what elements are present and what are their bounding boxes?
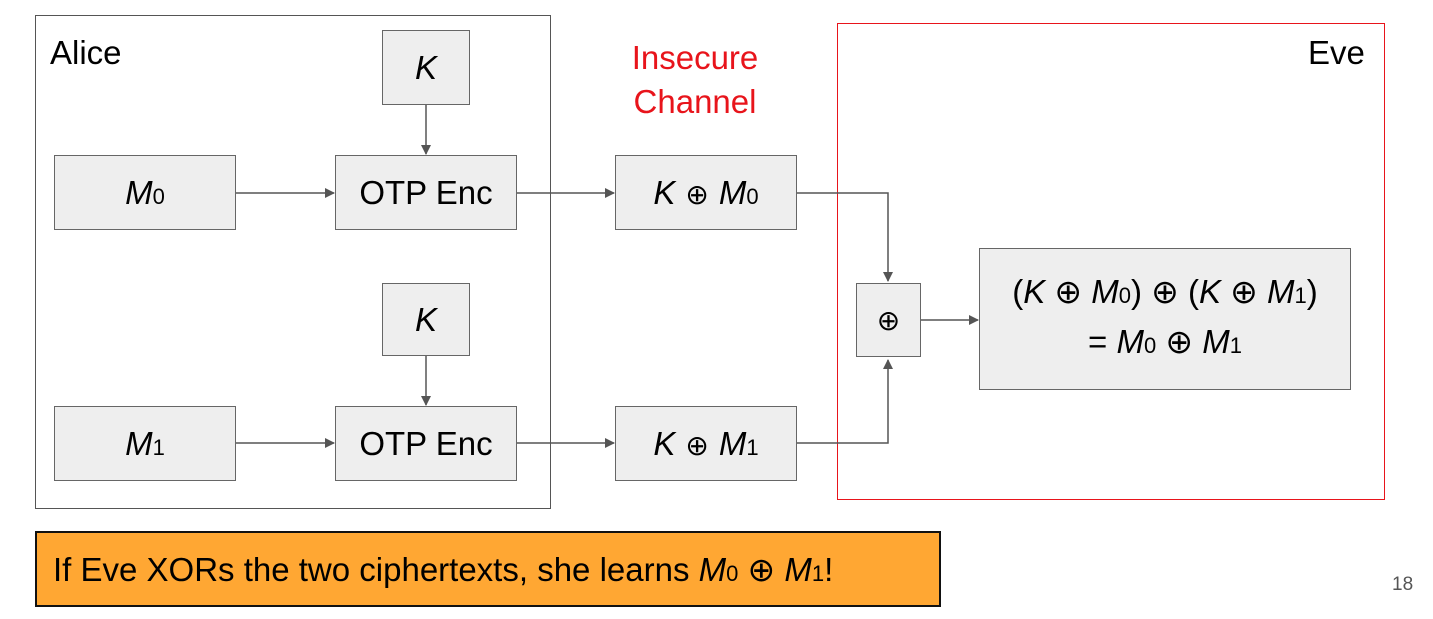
otp-enc-top-label: OTP Enc [359,173,493,211]
arrow-ct1-to-xor [797,359,893,444]
callout-suffix: ! [824,550,834,588]
callout-m0: M [698,550,727,588]
m1-var: M [125,424,153,462]
channel-line-2: Channel [633,83,757,120]
callout-sub0: 0 [726,560,739,586]
eve-frame [837,23,1385,500]
result-l1-k2: K [1198,273,1221,310]
callout-op: ⊕ [738,550,785,588]
result-l2-op: ⊕ [1156,323,1203,360]
result-l1-close: ) [1306,273,1318,310]
ct1-sub: 1 [746,434,759,460]
m1-sub: 1 [152,434,165,460]
ct1-op: ⊕ [685,429,709,461]
xor-node: ⊕ [856,283,921,357]
key-box-top: K [382,30,470,105]
callout-sub1: 1 [811,560,825,586]
result-l1-op2: ⊕ [1221,273,1267,310]
callout-m1: M [784,550,812,588]
ct0-k: K [653,173,676,211]
otp-enc-bottom-label: OTP Enc [359,424,493,462]
otp-enc-box-top: OTP Enc [335,155,517,230]
result-l1-sub1: 1 [1294,283,1307,308]
eve-label: Eve [1308,34,1365,71]
m0-var: M [125,173,153,211]
ct0-op: ⊕ [685,178,709,210]
result-l2-sub1: 1 [1229,333,1242,358]
result-l1-m: M [1091,273,1119,310]
result-l1-mid: ) ⊕ ( [1131,273,1199,310]
arrow-ct0-to-xor [797,192,893,282]
channel-label: Insecure Channel [600,36,790,124]
callout-prefix: If Eve XORs the two ciphertexts, she lea… [53,550,699,588]
result-l2-m0: M [1116,323,1144,360]
m0-sub: 0 [152,183,165,209]
result-l1-op: ⊕ [1045,273,1092,310]
result-l1-paren: ( [1012,273,1024,310]
result-l2-m1: M [1202,323,1230,360]
key-bottom-text: K [414,300,437,338]
conclusion-callout: If Eve XORs the two ciphertexts, she lea… [35,531,941,607]
alice-label: Alice [50,34,122,71]
result-l2-sub0: 0 [1143,333,1157,358]
channel-line-1: Insecure [631,39,759,76]
alice-frame [35,15,551,509]
ct1-m: M [718,424,747,462]
ct1-k: K [653,424,676,462]
otp-enc-box-bottom: OTP Enc [335,406,517,481]
key-box-bottom: K [382,283,470,356]
page-number: 18 [1392,574,1414,595]
xor-symbol: ⊕ [876,304,901,336]
key-top-text: K [414,48,437,86]
ct0-m: M [718,173,747,211]
result-l1-sub0: 0 [1118,283,1132,308]
result-l1-m2: M [1267,273,1295,310]
result-l2-eq: = [1088,323,1117,360]
result-l1-k: K [1023,273,1046,310]
ct0-sub: 0 [746,183,759,209]
